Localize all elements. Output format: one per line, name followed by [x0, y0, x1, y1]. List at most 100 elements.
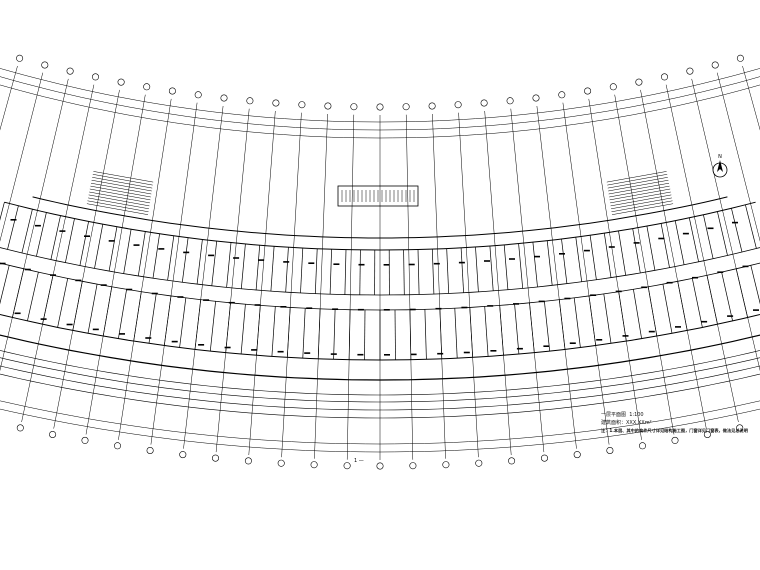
grid-line [183, 105, 224, 449]
partition [163, 295, 172, 346]
partition [211, 241, 218, 286]
partition [529, 302, 535, 353]
partition [647, 286, 658, 337]
room-partitions [0, 202, 760, 360]
room-label-mark [615, 290, 622, 293]
axis-bubble [343, 462, 351, 470]
room-label-mark [596, 339, 603, 341]
axis-bubble [506, 97, 514, 105]
stair-tread [93, 171, 154, 183]
room-label-mark [357, 308, 364, 311]
grid-line [0, 72, 44, 242]
grid-line [588, 98, 642, 440]
partition [632, 228, 641, 273]
partition [286, 307, 291, 358]
partition [446, 248, 450, 294]
room-label-mark [487, 305, 494, 307]
room-label-mark [534, 255, 540, 258]
dimension-arc [0, 408, 760, 453]
axis-bubble [558, 91, 566, 99]
room-label-mark [357, 353, 364, 356]
room-label-mark [717, 271, 724, 273]
grid-line [614, 94, 675, 435]
partition [618, 291, 627, 342]
room-label-mark [208, 254, 215, 257]
room-label-mark [258, 259, 265, 261]
axis-bubble [220, 94, 228, 102]
room-label-mark [50, 274, 56, 276]
axis-bubble [49, 430, 57, 438]
area-line: 建筑面积：XXX.XXm² [601, 420, 652, 426]
partition [503, 244, 509, 290]
grid-line [150, 102, 198, 445]
grid-line [118, 98, 172, 440]
room-label-mark [384, 354, 390, 356]
grid-line [314, 113, 328, 459]
room-label-mark [583, 249, 590, 252]
partition [674, 220, 685, 265]
dimension-arc [0, 400, 760, 445]
room-label-mark [701, 320, 708, 323]
axis-bubble [143, 83, 151, 91]
wall-arc [0, 373, 760, 419]
axis-bubble [114, 442, 122, 450]
room-label-mark [675, 326, 681, 328]
partition [745, 204, 757, 249]
stair-tread [606, 171, 667, 183]
grid-line [281, 112, 302, 458]
room-label-mark [559, 253, 565, 255]
room-label-mark [332, 308, 339, 310]
axis-bubble [298, 101, 306, 109]
room-label-mark [732, 221, 738, 224]
room-label-mark [308, 262, 315, 264]
partition [558, 299, 566, 350]
partition [65, 218, 75, 263]
partition [431, 249, 435, 295]
axis-bubble [179, 451, 187, 459]
grid-line [665, 84, 739, 423]
room-label-mark [224, 346, 231, 349]
drawing-notes: 一层平面图 1:100 建筑面积：XXX.XXm² 注：1.本层、其中的构件尺寸… [601, 411, 751, 434]
room-label-mark [383, 264, 390, 266]
axis-bubble [573, 451, 581, 459]
grid-line [691, 78, 760, 372]
partition [196, 239, 203, 285]
partition [50, 215, 61, 260]
partition [137, 231, 146, 277]
axis-bubble [609, 83, 617, 91]
axis-bubble [376, 103, 384, 111]
partition [589, 235, 597, 280]
stair-tread [607, 177, 668, 189]
partition [721, 272, 733, 321]
room-label-mark [633, 242, 640, 244]
room-label-mark [280, 306, 287, 308]
room-label-mark [100, 284, 107, 286]
wall-arc [0, 357, 760, 403]
room-label-mark [622, 335, 629, 337]
room-label-mark [0, 262, 6, 265]
partition [167, 235, 175, 281]
partition [317, 308, 321, 359]
room-label-mark [666, 281, 673, 284]
axis-bubble [16, 424, 24, 432]
axis-bubble [532, 94, 540, 102]
partition [514, 304, 520, 355]
axis-bubble [81, 436, 89, 444]
partition [72, 281, 83, 331]
room-label-mark [682, 232, 689, 235]
room-label-mark [461, 306, 468, 309]
partition [561, 238, 568, 284]
axis-bubble [117, 78, 125, 86]
axis-bubble [324, 102, 332, 110]
axis-bubble [350, 103, 358, 111]
grid-line [248, 110, 276, 456]
partition [618, 230, 627, 276]
stair-tread [89, 188, 151, 201]
partition [469, 307, 474, 358]
grid-line [21, 84, 95, 423]
wall-arc [0, 334, 760, 381]
room-label-mark [254, 304, 261, 306]
partition [662, 284, 673, 334]
wall-arc [0, 247, 760, 296]
partition [348, 309, 351, 360]
